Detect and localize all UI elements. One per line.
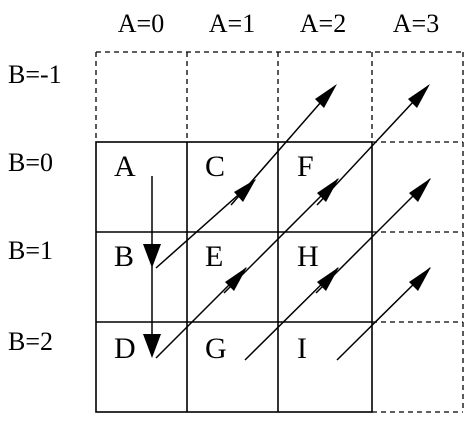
column-header-a1: A=1	[209, 9, 255, 38]
node-label-d: D	[114, 332, 136, 365]
node-label-f: F	[297, 150, 314, 183]
node-label-g: G	[205, 332, 227, 365]
row-header-bm1: B=-1	[8, 60, 62, 89]
node-label-c: C	[205, 150, 225, 183]
row-header-b2: B=2	[8, 327, 53, 356]
arrow-f-top	[316, 85, 429, 206]
dashed-grid	[95, 51, 464, 413]
arrowhead-f	[317, 178, 339, 202]
arrowhead-f-top	[408, 84, 430, 108]
node-label-b: B	[114, 240, 134, 273]
row-header-b1: B=1	[8, 236, 53, 265]
node-label-i: I	[297, 332, 307, 365]
arrowhead-i-right	[409, 267, 431, 291]
arrowhead-d	[143, 334, 161, 358]
arrowhead-h-right	[409, 178, 431, 202]
node-label-a: A	[114, 150, 136, 183]
arrows	[143, 84, 431, 361]
column-header-a0: A=0	[118, 9, 164, 38]
row-header-b0: B=0	[8, 148, 53, 177]
solid-grid	[95, 141, 373, 413]
node-label-h: H	[297, 240, 319, 273]
arrow-e-f	[223, 178, 339, 294]
arrowhead-c-top	[315, 84, 337, 108]
arrowhead-e	[225, 267, 247, 291]
node-label-e: E	[205, 240, 223, 273]
column-header-a3: A=3	[393, 9, 439, 38]
arrow-c-top	[230, 85, 336, 206]
column-header-a2: A=2	[300, 9, 346, 38]
arrowhead-b	[143, 244, 161, 268]
arrowhead-h	[317, 267, 339, 291]
arrow-h-right	[315, 178, 431, 294]
